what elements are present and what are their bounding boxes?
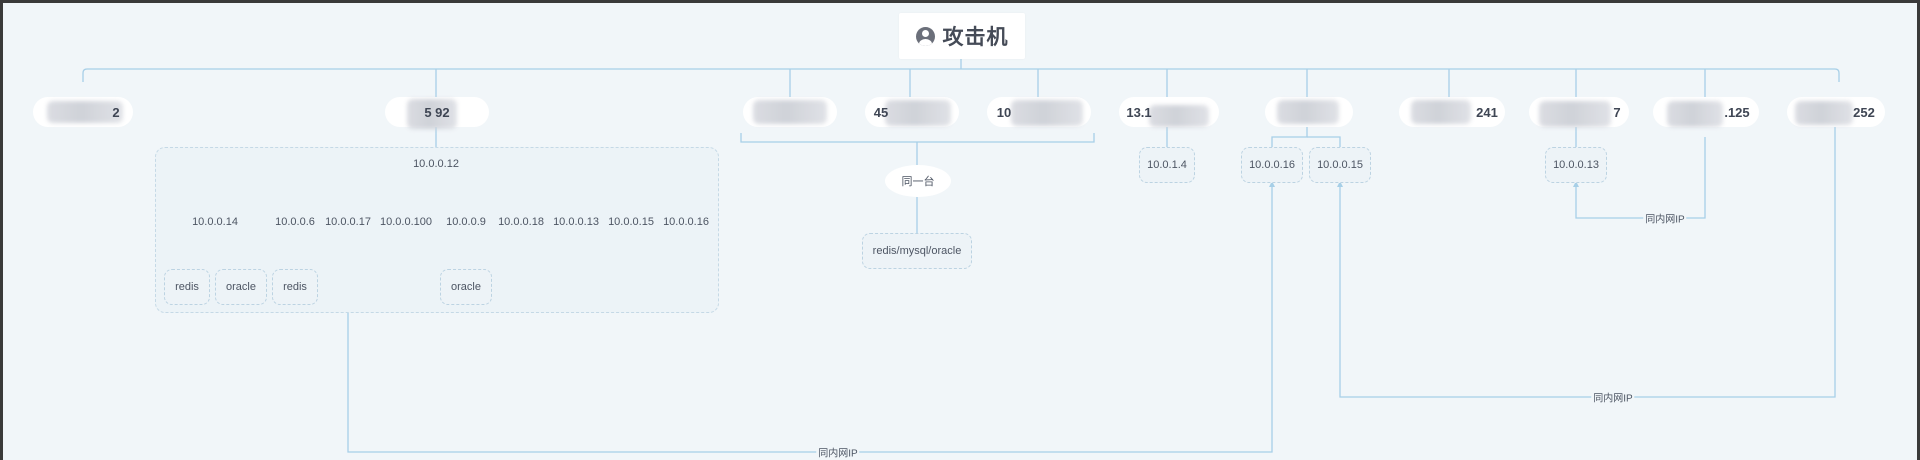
internal-node-10-0-0-16[interactable]: 10.0.0.16 — [1241, 147, 1303, 183]
host-label: 10 — [996, 104, 1012, 120]
host-label: 2 — [112, 104, 120, 120]
child-node-10-0-0-15[interactable]: 10.0.0.15 — [608, 216, 654, 228]
host-node-1[interactable]: 2 — [33, 97, 133, 127]
service-oracle[interactable]: oracle — [440, 269, 492, 305]
host-label: .125 — [1724, 104, 1750, 120]
service-redis-mysql-oracle[interactable]: redis/mysql/oracle — [862, 233, 972, 269]
top-bus-line — [82, 68, 1840, 82]
internal-node-10-0-1-4[interactable]: 10.0.1.4 — [1139, 147, 1195, 183]
host-node-4[interactable]: 45 — [865, 97, 959, 127]
internal-node-10-0-0-15[interactable]: 10.0.0.15 — [1309, 147, 1371, 183]
user-icon — [915, 26, 935, 46]
host-node-11[interactable]: 252 — [1787, 97, 1885, 127]
host-node-7[interactable] — [1265, 97, 1353, 127]
child-node-10-0-0-14[interactable]: 10.0.0.14 — [192, 216, 238, 228]
internal-node-10-0-0-13[interactable]: 10.0.0.13 — [1545, 147, 1607, 183]
intranet-ip-note: 同内网IP — [1643, 210, 1687, 226]
child-node-10-0-0-6[interactable]: 10.0.0.6 — [275, 216, 315, 228]
intranet-link-a — [1575, 137, 1706, 219]
attacker-root-node[interactable]: 攻击机 — [899, 13, 1025, 59]
host-node-6[interactable]: 13.1 — [1119, 97, 1219, 127]
same-machine-node[interactable]: 同一台 — [885, 165, 951, 197]
host-label: 7 — [1613, 104, 1621, 120]
child-node-10-0-0-18[interactable]: 10.0.0.18 — [498, 216, 544, 228]
service-redis[interactable]: redis — [272, 269, 318, 305]
child-node-10-0-0-16[interactable]: 10.0.0.16 — [663, 216, 709, 228]
intranet-link-b — [1339, 127, 1836, 398]
same-machine-bracket — [740, 133, 1095, 143]
gateway-node[interactable]: 10.0.0.12 — [413, 158, 459, 170]
host-label: 45 — [873, 104, 889, 120]
child-node-10-0-0-9[interactable]: 10.0.0.9 — [446, 216, 486, 228]
child-node-10-0-0-100[interactable]: 10.0.0.100 — [380, 216, 432, 228]
host-node-5[interactable]: 10 — [987, 97, 1091, 127]
intranet-link-c — [347, 183, 1273, 453]
host-label: 241 — [1476, 104, 1498, 120]
host-node-9[interactable]: 7 — [1529, 97, 1629, 127]
host-label: 5 92 — [424, 104, 450, 120]
host-node-2[interactable]: 5 92 — [385, 97, 489, 129]
service-redis[interactable]: redis — [164, 269, 210, 305]
child-node-10-0-0-13[interactable]: 10.0.0.13 — [553, 216, 599, 228]
host-node-10[interactable]: .125 — [1653, 97, 1759, 127]
host-label: 13.1 — [1126, 104, 1152, 120]
diagram-canvas: 攻击机 2 5 92 45 10 13.1 241 7 .125 — [3, 3, 1917, 460]
intranet-ip-note: 同内网IP — [816, 444, 860, 460]
host-node-8[interactable]: 241 — [1399, 97, 1505, 127]
host-label: 252 — [1853, 104, 1875, 120]
intranet-ip-note: 同内网IP — [1591, 389, 1635, 405]
service-oracle[interactable]: oracle — [215, 269, 267, 305]
root-label: 攻击机 — [942, 26, 1009, 49]
child-node-10-0-0-17[interactable]: 10.0.0.17 — [325, 216, 371, 228]
host-node-3[interactable] — [743, 97, 837, 127]
